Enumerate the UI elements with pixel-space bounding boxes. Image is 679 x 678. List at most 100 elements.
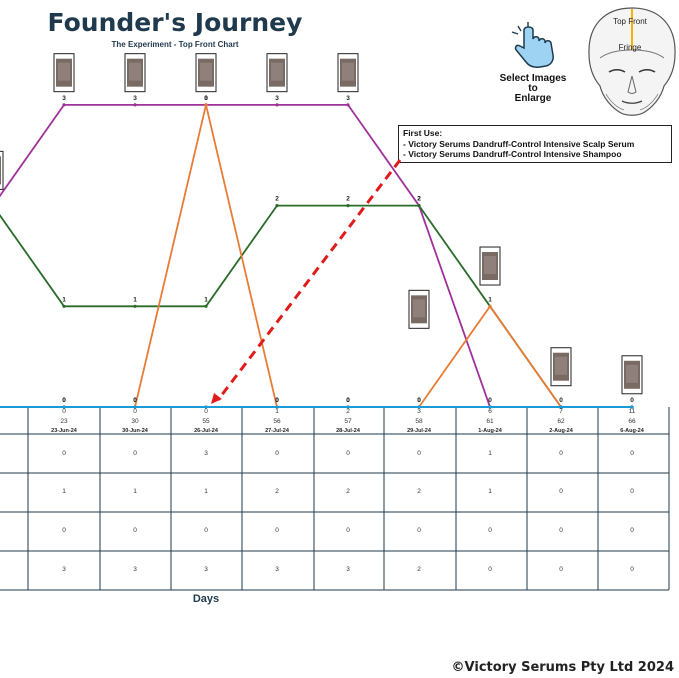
day-number-6: 58 bbox=[415, 418, 423, 425]
day-index-4: 1 bbox=[275, 408, 279, 415]
scalp-photo-thumbnail-4[interactable] bbox=[266, 53, 288, 93]
series-1-point-4 bbox=[275, 204, 279, 208]
table-cell-3-6: 0 bbox=[488, 566, 492, 573]
series-2-value-label-2: 0 bbox=[133, 397, 137, 404]
series-3-point-9 bbox=[630, 405, 634, 409]
day-index-3: 0 bbox=[204, 408, 208, 415]
table-cell-0-5: 0 bbox=[417, 450, 421, 457]
series-1-value-label-2: 1 bbox=[133, 296, 137, 303]
first-use-arrow bbox=[216, 159, 402, 401]
table-cell-1-2: 1 bbox=[204, 488, 208, 495]
table-cell-3-4: 3 bbox=[346, 566, 350, 573]
series-3-value-label-2: 0 bbox=[133, 397, 137, 404]
scalp-photo-thumbnail-3[interactable] bbox=[195, 53, 217, 93]
head-diagram-icon: Top Front Fringe bbox=[588, 7, 676, 116]
table-cell-3-1: 3 bbox=[133, 566, 137, 573]
series-1-point-2 bbox=[133, 304, 137, 308]
series-3-value-label-5: 0 bbox=[346, 397, 350, 404]
thumbnail-highlight-2 bbox=[129, 62, 141, 81]
day-index-8: 7 bbox=[559, 408, 563, 415]
table-cell-3-3: 3 bbox=[275, 566, 279, 573]
thumbnail-highlight-6 bbox=[413, 299, 425, 318]
series-0-point-1 bbox=[62, 103, 66, 107]
date-label-7: 1-Aug-24 bbox=[478, 428, 502, 434]
series-3-point-1 bbox=[62, 405, 66, 409]
series-3-value-label-7: 0 bbox=[488, 397, 492, 404]
series-2-point-7 bbox=[488, 304, 492, 308]
scalp-photo-thumbnail-0[interactable] bbox=[0, 150, 4, 190]
thumbnail-highlight-4 bbox=[271, 62, 283, 81]
scalp-photo-thumbnail-7[interactable] bbox=[479, 246, 501, 286]
thumbnail-image-0 bbox=[0, 156, 1, 185]
table-cell-0-3: 0 bbox=[275, 450, 279, 457]
select-images-hint: Select Images to Enlarge bbox=[490, 74, 576, 104]
date-label-1: 23-Jun-24 bbox=[51, 428, 78, 434]
series-3-value-label-4: 0 bbox=[275, 397, 279, 404]
series-0-point-4 bbox=[275, 103, 279, 107]
scalp-photo-thumbnail-2[interactable] bbox=[124, 53, 146, 93]
scalp-photo-thumbnail-9[interactable] bbox=[621, 355, 643, 395]
series-3-value-label-6: 0 bbox=[417, 397, 421, 404]
table-cell-0-6: 1 bbox=[488, 450, 492, 457]
chart-subtitle: The Experiment - Top Front Chart bbox=[111, 40, 239, 49]
thumbnail-highlight-7 bbox=[484, 256, 496, 275]
table-cell-3-0: 3 bbox=[62, 566, 66, 573]
table-cell-2-8: 0 bbox=[630, 527, 634, 534]
table-cell-1-8: 0 bbox=[630, 488, 634, 495]
thumbnail-highlight-1 bbox=[58, 62, 70, 81]
table-cell-2-0: 0 bbox=[62, 527, 66, 534]
series-0-value-label-1: 3 bbox=[62, 95, 66, 102]
series-line-0 bbox=[0, 104, 632, 408]
table-cell-0-8: 0 bbox=[630, 450, 634, 457]
thumbnail-highlight-9 bbox=[626, 364, 638, 383]
series-1-value-label-4: 2 bbox=[275, 196, 279, 203]
table-cell-0-7: 0 bbox=[559, 450, 563, 457]
day-number-3: 55 bbox=[202, 418, 210, 425]
callout-title: First Use: bbox=[403, 128, 443, 138]
date-label-9: 6-Aug-24 bbox=[620, 428, 644, 434]
table-cell-2-1: 0 bbox=[133, 527, 137, 534]
series-0-point-5 bbox=[346, 103, 350, 107]
series-0-value-label-4: 3 bbox=[275, 95, 279, 102]
series-0-value-label-5: 3 bbox=[346, 95, 350, 102]
series-2-value-label-6: 0 bbox=[417, 397, 421, 404]
first-use-callout: First Use: - Victory Serums Dandruff-Con… bbox=[398, 125, 672, 163]
scalp-photo-thumbnail-8[interactable] bbox=[550, 347, 572, 387]
day-index-2: 0 bbox=[133, 408, 137, 415]
scalp-photo-thumbnail-1[interactable] bbox=[53, 53, 75, 93]
select-hint-line-3: Enlarge bbox=[514, 93, 552, 104]
table-cell-0-4: 0 bbox=[346, 450, 350, 457]
table-cell-1-0: 1 bbox=[62, 488, 66, 495]
series-line-1 bbox=[0, 204, 632, 408]
day-index-6: 3 bbox=[417, 408, 421, 415]
series-0-value-label-3: 3 bbox=[204, 95, 208, 102]
day-number-5: 57 bbox=[344, 418, 352, 425]
page-title: Founder's Journey bbox=[47, 8, 303, 37]
series-3-point-8 bbox=[559, 405, 563, 409]
series-1-value-label-7: 1 bbox=[488, 296, 492, 303]
series-1-point-1 bbox=[62, 304, 66, 308]
table-cell-0-0: 0 bbox=[62, 450, 66, 457]
series-1-value-label-6: 2 bbox=[417, 196, 421, 203]
table-cell-1-3: 2 bbox=[275, 488, 279, 495]
table-cell-2-2: 0 bbox=[204, 527, 208, 534]
series-2-value-label-1: 0 bbox=[62, 397, 66, 404]
series-1-point-6 bbox=[417, 204, 421, 208]
scalp-photo-thumbnail-6[interactable] bbox=[408, 289, 430, 329]
series-1-value-label-5: 2 bbox=[346, 196, 350, 203]
scalp-photo-thumbnail-5[interactable] bbox=[337, 53, 359, 93]
series-1-value-label-1: 1 bbox=[62, 296, 66, 303]
table-cell-0-2: 3 bbox=[204, 450, 208, 457]
table-cell-0-1: 0 bbox=[133, 450, 137, 457]
table-cell-3-2: 3 bbox=[204, 566, 208, 573]
table-cell-1-6: 1 bbox=[488, 488, 492, 495]
day-number-9: 66 bbox=[628, 418, 636, 425]
series-1-point-3 bbox=[204, 304, 208, 308]
date-label-4: 27-Jul-24 bbox=[265, 428, 290, 434]
series-3-point-2 bbox=[133, 405, 137, 409]
copyright-footer: ©Victory Serums Pty Ltd 2024 bbox=[451, 660, 674, 675]
thumbnail-highlight-5 bbox=[342, 62, 354, 81]
day-index-7: 6 bbox=[488, 408, 492, 415]
head-label-fringe: Fringe bbox=[619, 43, 642, 52]
